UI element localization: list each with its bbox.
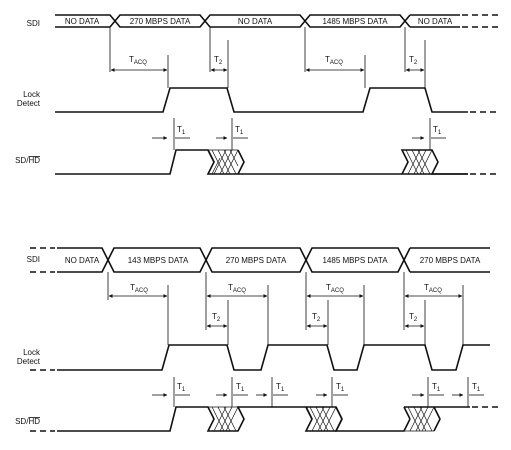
bottom-sdhd-label-bar: HD — [28, 417, 40, 426]
bottom-seg-2: 143 MBPS DATA — [128, 256, 189, 265]
bottom-t1-label-4: T1 — [336, 382, 345, 393]
top-t1-label-2: T1 — [235, 125, 244, 136]
bottom-timing-arrows — [108, 294, 484, 397]
bottom-tacq-label-3: TACQ — [326, 283, 344, 294]
bottom-sdi-label: SDI — [27, 255, 40, 264]
top-diagram: SDI Lock Detect SD/HD NO DATA 270 MBPS D… — [15, 14, 500, 175]
top-lock-label-line2: Detect — [17, 99, 41, 108]
top-t2-label-2: T2 — [409, 55, 418, 66]
bottom-seg-3: 270 MBPS DATA — [226, 256, 287, 265]
bottom-t1-label-5: T1 — [432, 382, 441, 393]
bottom-lock-label-line1: Lock — [23, 348, 41, 357]
top-seg-2: 270 MBPS DATA — [130, 17, 191, 26]
top-sdhd-hatch-1 — [208, 149, 239, 175]
bottom-reference-lines — [107, 272, 469, 407]
top-lock-detect-wave — [55, 87, 468, 113]
bottom-t2-label-3: T2 — [409, 312, 418, 323]
bottom-tacq-label-1: TACQ — [130, 283, 148, 294]
bottom-sdi-bus — [30, 247, 490, 273]
top-sdhd-label: SD/HD — [15, 156, 40, 165]
bottom-sdhd-hatch-2 — [306, 406, 337, 432]
top-sdhd-label-bar: HD — [28, 156, 40, 165]
top-t2-label-1: T2 — [214, 55, 223, 66]
bottom-sdhd-hatch-1 — [208, 406, 239, 432]
top-reference-lines — [109, 27, 431, 150]
top-lock-label-line1: Lock — [23, 90, 41, 99]
bottom-sdhd-wave — [57, 406, 343, 432]
top-sdhd-label-prefix: SD/ — [15, 156, 29, 165]
top-seg-1: NO DATA — [65, 17, 100, 26]
bottom-lock-label-line2: Detect — [17, 357, 41, 366]
bottom-t1-label-1: T1 — [177, 382, 186, 393]
bottom-sdhd-label: SD/HD — [15, 417, 40, 426]
top-seg-5: NO DATA — [418, 17, 453, 26]
bottom-sdhd-hatch-3 — [404, 406, 435, 432]
top-t1-label-1: T1 — [177, 125, 186, 136]
bottom-t2-label-2: T2 — [312, 312, 321, 323]
top-seg-3: NO DATA — [238, 17, 273, 26]
bottom-tacq-label-2: TACQ — [228, 283, 246, 294]
top-sdhd-hatch-2 — [402, 149, 433, 175]
bottom-sdhd-label-prefix: SD/ — [15, 417, 29, 426]
bottom-t1-label-2: T1 — [236, 382, 245, 393]
top-tacq-label-1: TACQ — [129, 55, 147, 66]
top-seg-4: 1485 MBPS DATA — [322, 17, 388, 26]
bottom-seg-5: 270 MBPS DATA — [420, 256, 481, 265]
bottom-tacq-label-4: TACQ — [424, 283, 442, 294]
bottom-seg-4: 1485 MBPS DATA — [322, 256, 388, 265]
top-sdi-bus — [55, 14, 500, 28]
top-t1-label-3: T1 — [433, 125, 442, 136]
top-tacq-label-2: TACQ — [325, 55, 343, 66]
bottom-diagram: SDI Lock Detect SD/HD NO DATA 143 MBPS D… — [15, 247, 500, 432]
bottom-lock-detect-wave — [57, 344, 490, 371]
bottom-seg-1: NO DATA — [65, 256, 100, 265]
top-timing-arrows — [110, 68, 446, 140]
bottom-t1-label-6: T1 — [472, 382, 481, 393]
bottom-t2-label-1: T2 — [212, 312, 221, 323]
top-sdhd-wave — [55, 149, 468, 175]
bottom-t1-label-3: T1 — [276, 382, 285, 393]
top-sdi-label: SDI — [27, 19, 40, 28]
